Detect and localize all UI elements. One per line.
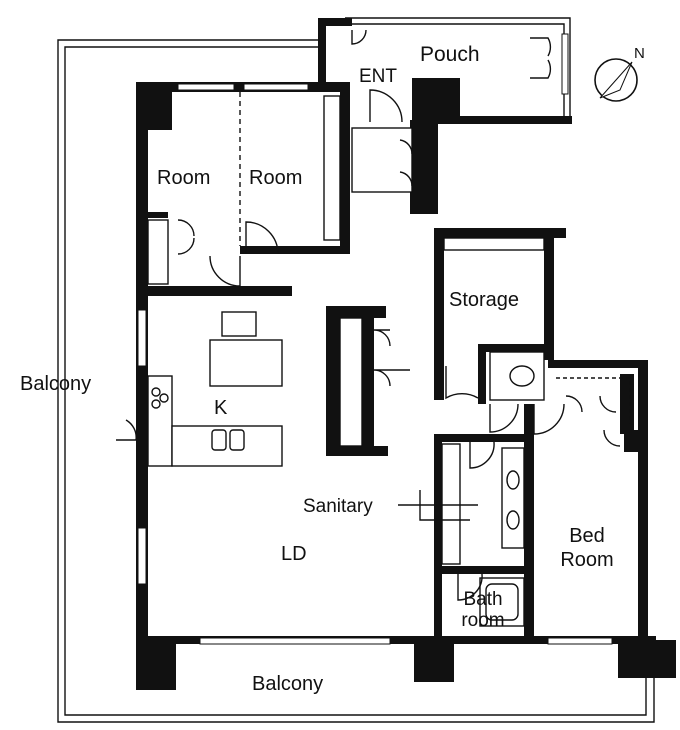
label-balcony-bottom: Balcony (252, 673, 323, 695)
fixtures (147, 92, 631, 627)
windows (137, 33, 613, 645)
label-kitchen: K (214, 397, 228, 419)
balcony-railing (57, 17, 655, 723)
walls (136, 18, 676, 690)
sanitary-leader (398, 490, 478, 521)
label-pouch: Pouch (420, 43, 480, 66)
label-bathroom-line2: room (461, 610, 504, 631)
label-bedroom-line2: Room (560, 549, 613, 571)
label-sanitary: Sanitary (303, 496, 373, 517)
doors (116, 29, 621, 601)
label-ent: ENT (359, 66, 397, 87)
north-arrow-icon (594, 58, 638, 102)
label-room-right: Room (249, 167, 302, 189)
label-north: N (634, 45, 645, 62)
label-bathroom-line1: Bath (463, 589, 502, 610)
label-ld: LD (281, 543, 307, 565)
label-storage: Storage (449, 289, 519, 311)
label-bedroom-line1: Bed (569, 525, 605, 547)
label-room-left: Room (157, 167, 210, 189)
label-balcony-left: Balcony (20, 373, 91, 395)
